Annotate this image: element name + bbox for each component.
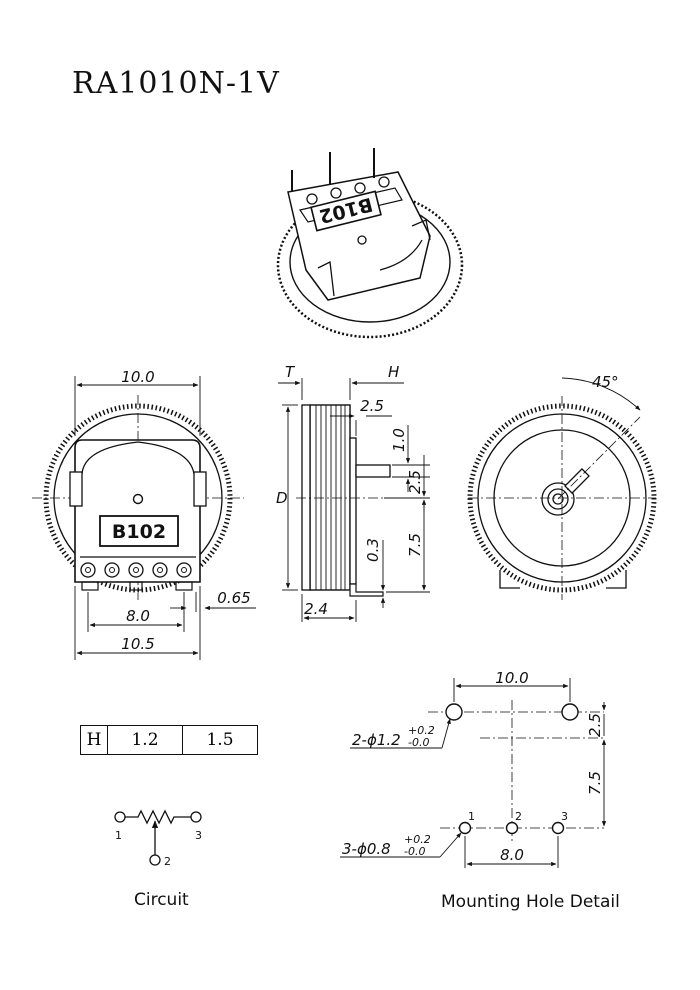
- mount-hole-left: [445, 703, 463, 721]
- h-table-value-1: 1.2: [107, 725, 183, 755]
- dim-width-bottom: 10.5: [121, 635, 154, 653]
- dim-2-5-side: 2.5: [406, 470, 424, 494]
- label-D: D: [276, 489, 288, 507]
- dim-pin-span: 8.0: [126, 607, 150, 625]
- mount-dim-7-5: 7.5: [586, 771, 604, 795]
- hole-pin-3: 3: [561, 810, 568, 823]
- small-hole-tol-plus: +0.2: [404, 833, 431, 846]
- front-housing: [74, 439, 201, 583]
- label-T: T: [285, 363, 296, 381]
- small-hole-spec: 3-ϕ0.8: [342, 840, 391, 858]
- mount-dim-top: 10.0: [495, 669, 528, 687]
- circuit-pin-2: 2: [164, 855, 171, 868]
- dim-offset: 0.65: [217, 589, 250, 607]
- h-table-value-2: 1.5: [182, 725, 258, 755]
- dim-0-3: 0.3: [364, 538, 382, 562]
- pin-hole-1: [458, 821, 472, 835]
- dim-7-5: 7.5: [406, 533, 424, 557]
- mount-dim-2-5: 2.5: [586, 713, 604, 737]
- h-dimension-table: H 1.2 1.5: [80, 725, 258, 755]
- dim-2-5-top: 2.5: [360, 397, 384, 415]
- mount-dim-bottom: 8.0: [500, 846, 524, 864]
- front-view: B102 10.0 8.0 0.65: [32, 368, 256, 660]
- pin-hole-2: [505, 821, 519, 835]
- circuit-diagram: 1 3 2: [114, 809, 202, 868]
- big-hole-tol-plus: +0.2: [408, 724, 435, 737]
- h-table-header: H: [80, 725, 108, 755]
- hole-pin-2: 2: [515, 810, 522, 823]
- rear-view: 45°: [467, 373, 657, 600]
- big-hole-spec: 2-ϕ1.2: [352, 731, 401, 749]
- dim-2-4: 2.4: [304, 600, 328, 618]
- front-part-label: B102: [112, 521, 166, 543]
- hole-pin-1: 1: [468, 810, 475, 823]
- small-hole-tol-minus: -0.0: [404, 845, 425, 858]
- mount-hole-right: [561, 703, 579, 721]
- isometric-view: B102: [276, 148, 464, 339]
- big-hole-tol-minus: -0.0: [408, 736, 429, 749]
- side-view: T H D 2.5 1.0 2.5: [276, 363, 430, 622]
- circuit-pin-1: 1: [115, 829, 122, 842]
- dim-angle: 45°: [592, 373, 619, 391]
- resistor-symbol: [125, 809, 191, 825]
- pin-hole-3: [551, 821, 565, 835]
- mounting-hole-detail: 1 2 3 10.0 2.5 7.5 8.0 2-ϕ1.2 +0.2 -0: [340, 669, 607, 868]
- label-H: H: [388, 363, 399, 381]
- circuit-caption: Circuit: [134, 890, 189, 910]
- dim-width-top: 10.0: [121, 368, 154, 386]
- part-title: RA1010N-1V: [72, 66, 280, 101]
- dim-1-0: 1.0: [390, 428, 408, 452]
- mounting-caption: Mounting Hole Detail: [441, 892, 620, 912]
- circuit-pin-3: 3: [195, 829, 202, 842]
